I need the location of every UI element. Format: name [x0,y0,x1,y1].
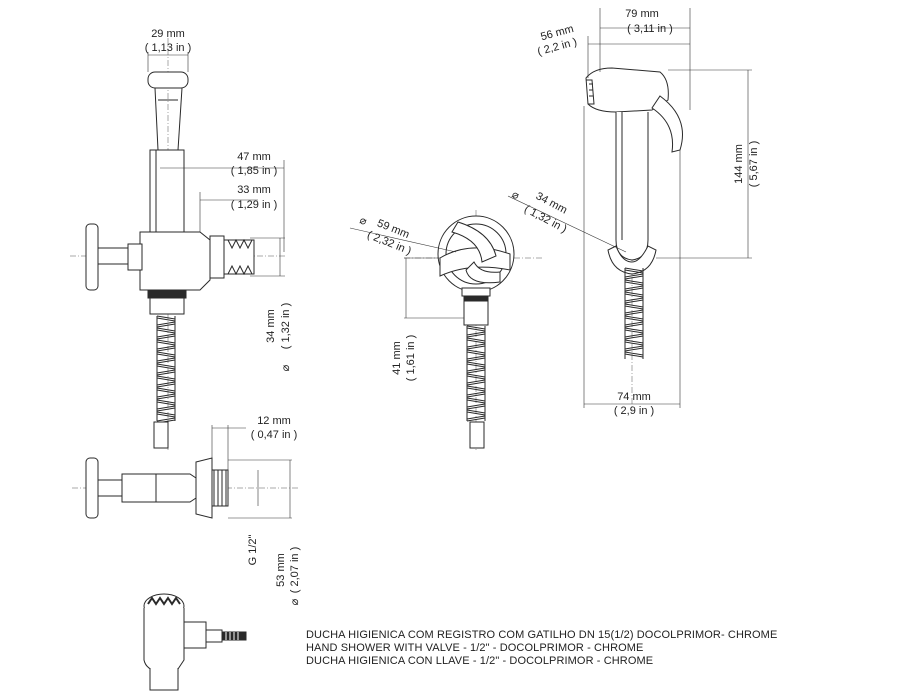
side-view-assembly [70,38,285,450]
dim-33mm-inches: ( 1,29 in ) [231,199,277,211]
dim-34mm-side-inches: ( 1,32 in ) [280,303,292,349]
hand-shower-view [585,67,683,410]
holder-view [404,210,544,450]
dim-144mm-inches: ( 5,67 in ) [748,141,760,187]
top-view-valve [72,457,300,519]
dim-12mm-value: 12 mm [257,415,291,427]
diameter-symbol-53: ⌀ [289,598,301,605]
dim-59mm: ⌀ 59 mm ( 2,32 in ) [349,214,457,257]
dim-29mm: 29 mm ( 1,13 in ) [145,28,191,72]
caption-spanish: DUCHA HIGIENICA CON LLAVE - 1/2" - DOCOL… [306,655,654,667]
dim-74mm-inches: ( 2,9 in ) [614,405,654,417]
caption-portuguese: DUCHA HIGIENICA COM REGISTRO COM GATILHO… [306,629,778,641]
diameter-symbol: ⌀ [280,364,292,371]
dim-74mm: 74 mm ( 2,9 in ) [583,106,681,417]
caption-english: HAND SHOWER WITH VALVE - 1/2" - DOCOLPRI… [306,642,644,654]
dim-74mm-value: 74 mm [617,391,651,403]
dim-79mm-value: 79 mm [625,8,659,20]
dim-47mm-inches: ( 1,85 in ) [231,165,277,177]
dim-34mm-side: 34 mm ( 1,32 in ) ⌀ [250,237,292,371]
dim-53mm-value: 53 mm [275,553,287,587]
dim-59mm-dia: ⌀ [358,214,369,228]
dim-53mm-inches: ( 2,07 in ) [289,547,301,593]
dim-34mm-side-value: 34 mm [265,309,277,343]
dim-29mm-inches: ( 1,13 in ) [145,42,191,54]
dim-33mm-value: 33 mm [237,184,271,196]
dim-47mm-value: 47 mm [237,151,271,163]
perspective-view-valve [143,593,247,691]
dim-53mm: G 1/2" 53 mm ( 2,07 in ) ⌀ [228,459,301,605]
dim-12mm-inches: ( 0,47 in ) [251,429,297,441]
dim-33mm: 33 mm ( 1,29 in ) [199,184,277,232]
dim-47mm: 47 mm ( 1,85 in ) [160,151,285,252]
dim-79mm: 79 mm ( 3,11 in ) [599,8,691,110]
dim-144mm: 144 mm ( 5,67 in ) [656,69,760,259]
thread-label: G 1/2" [247,535,259,566]
dim-41mm: 41 mm ( 1,61 in ) [391,257,464,381]
dim-41mm-value: 41 mm [391,341,403,375]
dim-144mm-value: 144 mm [733,144,745,184]
dim-29mm-value: 29 mm [151,28,185,40]
product-caption: DUCHA HIGIENICA COM REGISTRO COM GATILHO… [306,629,777,668]
dim-79mm-inches: ( 3,11 in ) [627,23,673,35]
dim-41mm-inches: ( 1,61 in ) [405,335,417,381]
dim-34mm-holder: ⌀ 34 mm ( 1,32 in ) [507,188,627,253]
dim-12mm: 12 mm ( 0,47 in ) [211,415,297,470]
dim-34mm-holder-dia: ⌀ [510,188,522,202]
